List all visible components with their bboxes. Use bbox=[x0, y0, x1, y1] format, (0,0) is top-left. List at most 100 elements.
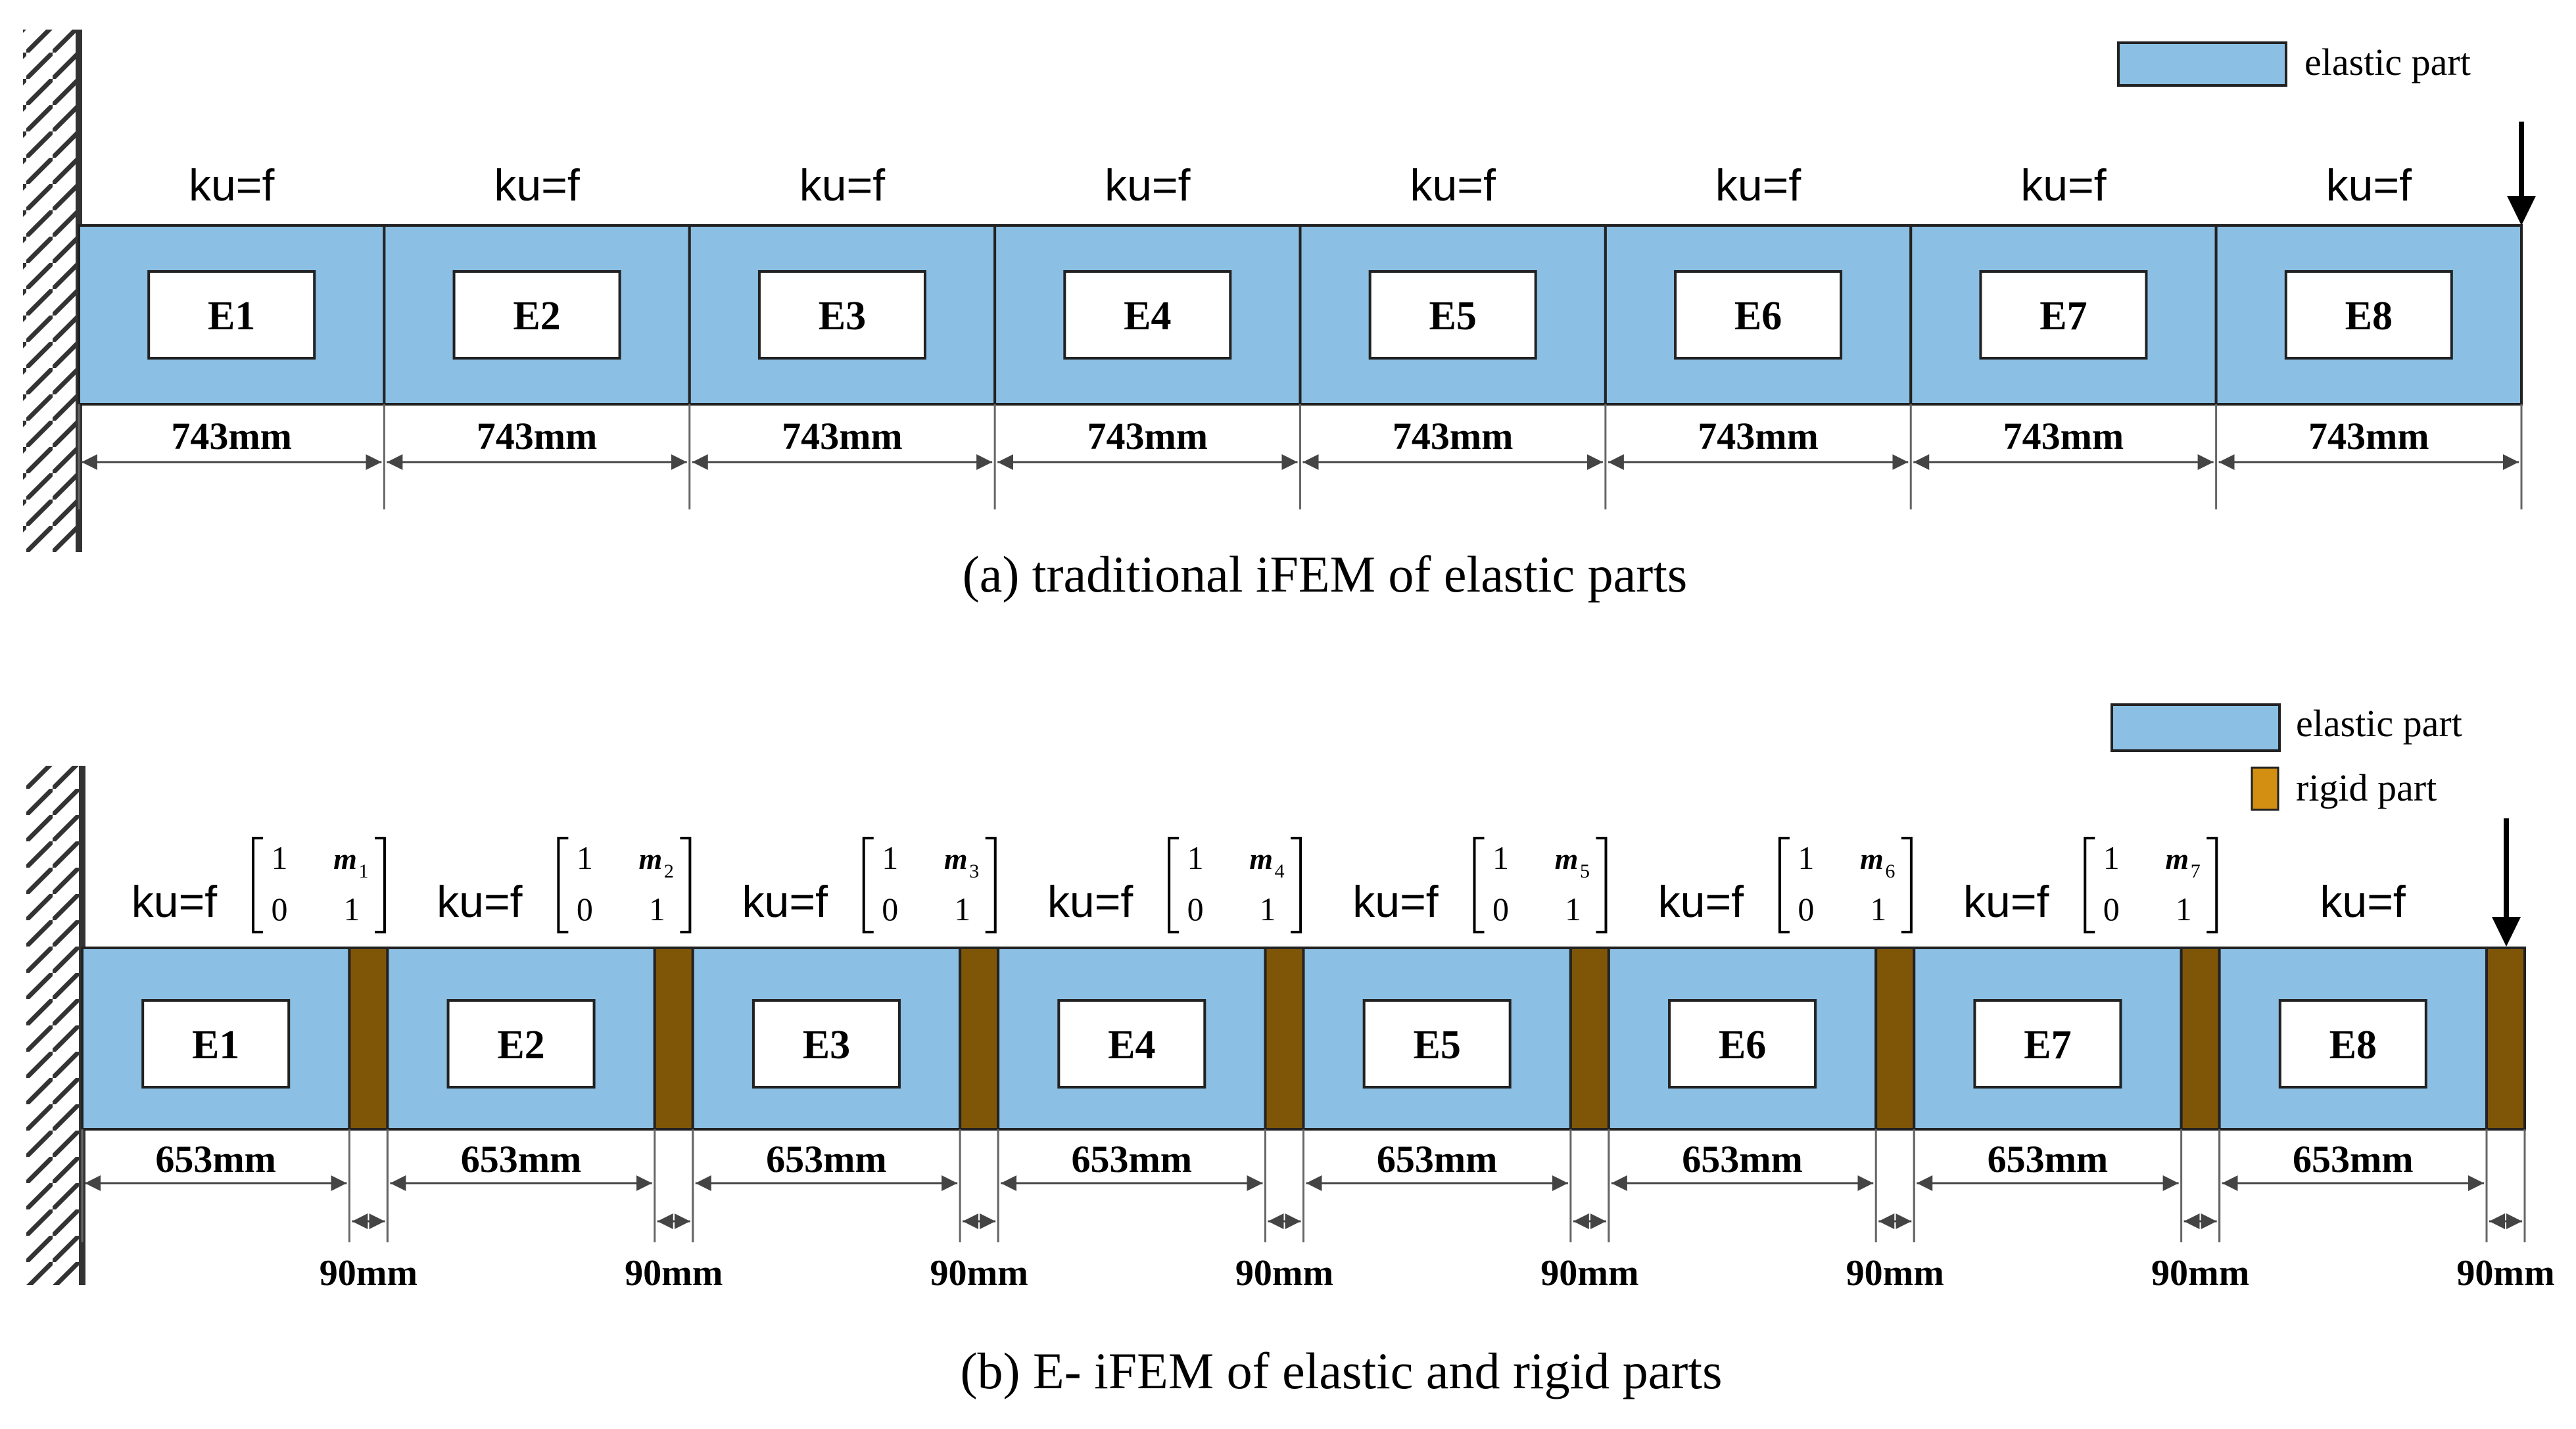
rigid-segment bbox=[2180, 947, 2221, 1131]
matrix-entry-22: 1 bbox=[1260, 891, 1276, 927]
equation-label: ku=f bbox=[131, 877, 218, 927]
length-label: 743mm bbox=[1087, 415, 1208, 457]
legend-elastic-label: elastic part bbox=[2296, 702, 2462, 745]
matrix-entry-12-subscript: 6 bbox=[1885, 860, 1895, 882]
elastic-element-e1: E1 bbox=[81, 947, 351, 1131]
elastic-element-e8: E8 bbox=[2214, 224, 2523, 406]
panel-a-traditional-ifem: E1ku=f743mmE2ku=f743mmE3ku=f743mmE4ku=f7… bbox=[23, 30, 2536, 603]
elastic-element-e5: E5 bbox=[1302, 947, 1572, 1131]
element-label: E4 bbox=[1124, 294, 1171, 339]
length-label: 653mm bbox=[766, 1138, 887, 1181]
matrix-entry-22: 1 bbox=[1870, 891, 1886, 927]
element-label-box bbox=[757, 270, 926, 360]
matrix-entry-12-subscript: 7 bbox=[2191, 860, 2201, 882]
element-label-box bbox=[1674, 270, 1843, 360]
matrix-entry-21: 0 bbox=[1187, 891, 1204, 927]
matrix-entry-12-subscript: 5 bbox=[1580, 860, 1590, 882]
matrix-entry-12: m bbox=[944, 842, 968, 876]
element-label-box bbox=[1362, 999, 1512, 1089]
matrix-entry-12-subscript: 4 bbox=[1275, 860, 1285, 882]
equation-label: ku=f bbox=[799, 160, 886, 210]
equation-label: ku=f bbox=[2326, 160, 2412, 210]
legend-elastic-label: elastic part bbox=[2304, 41, 2471, 83]
rigid-segment bbox=[348, 947, 389, 1131]
matrix-entry-22: 1 bbox=[2176, 891, 2192, 927]
matrix-entry-12-subscript: 1 bbox=[359, 860, 369, 882]
elastic-segment bbox=[1302, 947, 1572, 1131]
elastic-element-e4: E4 bbox=[993, 224, 1302, 406]
element-label-box bbox=[446, 999, 596, 1089]
element-label: E6 bbox=[1734, 294, 1782, 339]
rigid-length-label: 90mm bbox=[2151, 1253, 2249, 1294]
rigid-length-label: 90mm bbox=[625, 1253, 723, 1294]
equation-label: ku=f bbox=[494, 160, 580, 210]
length-label: 653mm bbox=[2293, 1138, 2414, 1181]
element-label-box bbox=[1979, 270, 2148, 360]
matrix-bracket-left bbox=[252, 837, 263, 933]
matrix-bracket-left bbox=[1168, 837, 1180, 933]
element-label: E4 bbox=[1108, 1023, 1155, 1067]
element-label-box bbox=[1063, 270, 1232, 360]
matrix-bracket-right bbox=[1291, 837, 1302, 933]
matrix-entry-21: 0 bbox=[577, 891, 593, 927]
force-arrow-head bbox=[2492, 917, 2521, 947]
rigid-length-label: 90mm bbox=[1540, 1253, 1638, 1294]
element-label: E1 bbox=[192, 1023, 239, 1067]
matrix-entry-11: 1 bbox=[882, 839, 898, 876]
matrix-bracket-right bbox=[985, 837, 997, 933]
elastic-element-e2: E2 bbox=[386, 947, 656, 1131]
matrix-entry-12-subscript: 2 bbox=[664, 860, 674, 882]
fixed-wall-a bbox=[23, 30, 82, 552]
element-label-box bbox=[452, 270, 621, 360]
rigid-length-label: 90mm bbox=[2456, 1253, 2554, 1294]
matrix-entry-21: 0 bbox=[272, 891, 288, 927]
rigid-length-label: 90mm bbox=[930, 1253, 1028, 1294]
matrix-entry-21: 0 bbox=[1492, 891, 1509, 927]
length-label: 653mm bbox=[1377, 1138, 1498, 1181]
matrix-entry-12: m bbox=[333, 842, 357, 876]
element-label: E3 bbox=[819, 294, 866, 339]
matrix-entry-11: 1 bbox=[1492, 839, 1509, 876]
equation-label: ku=f bbox=[2020, 160, 2107, 210]
elastic-element-e5: E5 bbox=[1299, 224, 1607, 406]
legend-elastic-swatch bbox=[2111, 703, 2281, 752]
element-label-box bbox=[1368, 270, 1537, 360]
rigid-segment bbox=[653, 947, 694, 1131]
elastic-element-e3: E3 bbox=[688, 224, 997, 406]
matrix-entry-11: 1 bbox=[272, 839, 288, 876]
matrix-entry-12-subscript: 3 bbox=[969, 860, 979, 882]
element-label-box bbox=[1973, 999, 2122, 1089]
elastic-element-e7: E7 bbox=[1909, 224, 2218, 406]
matrix-bracket-left bbox=[557, 837, 569, 933]
rigid-segment bbox=[1569, 947, 1610, 1131]
matrix-bracket-right bbox=[375, 837, 386, 933]
element-label: E8 bbox=[2345, 294, 2393, 339]
fixed-wall-b bbox=[26, 766, 85, 1285]
matrix-bracket-right bbox=[1901, 837, 1913, 933]
matrix-bracket-right bbox=[1596, 837, 1608, 933]
matrix-entry-11: 1 bbox=[1798, 839, 1814, 876]
matrix-entry-12: m bbox=[1249, 842, 1273, 876]
matrix-entry-12: m bbox=[1860, 842, 1884, 876]
force-arrow-b bbox=[2492, 818, 2521, 947]
equation-label: ku=f bbox=[1715, 160, 1801, 210]
matrix-entry-12: m bbox=[2165, 842, 2189, 876]
length-label: 743mm bbox=[2003, 415, 2124, 457]
elastic-element-e7: E7 bbox=[1913, 947, 2183, 1131]
wall-hatch bbox=[23, 30, 79, 552]
rigid-length-label: 90mm bbox=[320, 1253, 417, 1294]
equation-label: ku=f bbox=[2320, 877, 2406, 927]
element-label-box bbox=[751, 999, 901, 1089]
matrix-entry-11: 1 bbox=[1187, 839, 1204, 876]
length-label: 653mm bbox=[1988, 1138, 2109, 1181]
elastic-element-e6: E6 bbox=[1604, 224, 1913, 406]
matrix-bracket-right bbox=[680, 837, 692, 933]
elastic-element-e4: E4 bbox=[997, 947, 1267, 1131]
matrix-entry-11: 1 bbox=[2103, 839, 2120, 876]
